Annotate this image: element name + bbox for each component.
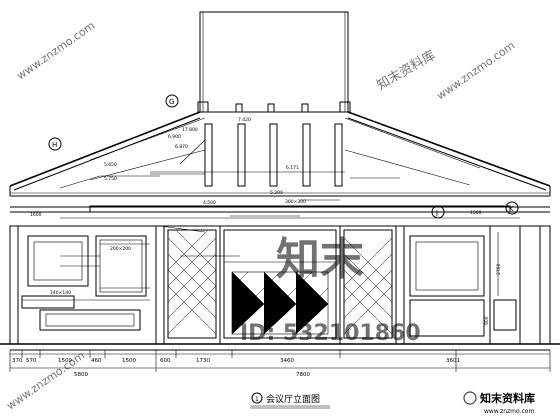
level-roof-top: 7.420 [238, 117, 251, 123]
annotation-200x200: 200×200 [110, 246, 131, 252]
site-logo: 知末资料库 www.znzmo.com [462, 386, 558, 416]
level-left-a: 5.650 [104, 162, 117, 168]
title-text: 会议厅立面图 [266, 393, 320, 405]
level-roof-b: 6.900 [168, 134, 181, 140]
level-roof-a: 17.800 [182, 127, 198, 133]
hanging-members [204, 123, 343, 187]
dim-370: 370 [12, 358, 23, 364]
dim-460: 460 [91, 358, 102, 364]
dim-7800: 7800 [296, 372, 310, 378]
floor-line [0, 343, 560, 351]
annotation-140x140: 140×140 [50, 290, 71, 296]
roof-outline [9, 111, 551, 197]
watermark-main: 知末 [276, 234, 364, 285]
level-roof-c: 6.870 [175, 144, 188, 150]
grid-label-g: G [169, 98, 174, 106]
watermarks: 知末 ID: 532101860 www.znzmo.com www.znzmo… [4, 19, 517, 413]
watermark-main-small: 知末资料库 [374, 47, 438, 93]
level-ceiling-b: 5.200 [270, 190, 283, 196]
logo-text: 知末资料库 [479, 391, 535, 405]
dim-600: 600 [160, 358, 171, 364]
truss-lines [89, 117, 481, 186]
leader-lines [59, 139, 480, 289]
dim-5800: 5800 [74, 372, 88, 378]
grid-label-k: K [509, 205, 514, 213]
level-ceiling-a: 4.500 [203, 200, 216, 206]
title-number: 1 [255, 396, 259, 403]
watermark-id: ID: 532101860 [240, 321, 421, 346]
grid-label-h: H [52, 141, 57, 149]
grid-bubbles: G H J K [48, 94, 519, 219]
right-panel [409, 232, 517, 337]
watermark-site-2: www.znzmo.com [434, 39, 517, 103]
dim-1500-b: 1500 [122, 358, 136, 364]
dim-1730: 1730 [196, 358, 210, 364]
roof-lantern [197, 11, 351, 113]
dimension-strings: 370 570 1500 460 1500 600 1730 3460 3601… [9, 350, 551, 378]
dim-3601: 3601 [446, 358, 460, 364]
dim-570: 570 [26, 358, 37, 364]
annotation-300x300: 300×300 [285, 199, 306, 205]
level-left-ceiling: 1600 [30, 212, 42, 218]
logo-url: www.znzmo.com [484, 408, 534, 415]
lattice-panels [167, 229, 393, 339]
logo-icon [463, 391, 477, 405]
annotations: 7.420 17.800 6.900 6.870 5.650 5.750 6.1… [30, 117, 502, 325]
dim-3460: 3460 [280, 358, 294, 364]
watermark-site-1: www.znzmo.com [14, 19, 97, 83]
level-mid-a: 6.171 [286, 165, 299, 171]
annotation-2760: 2760 [496, 263, 502, 275]
annotation-1500: 1500 [470, 210, 482, 216]
annotation-900: 900 [484, 316, 490, 325]
grid-label-j: J [435, 209, 438, 217]
level-left-b: 5.750 [104, 176, 117, 182]
drawing-title: 1 会议厅立面图 [250, 392, 330, 409]
dim-1500-a: 1500 [58, 358, 72, 364]
